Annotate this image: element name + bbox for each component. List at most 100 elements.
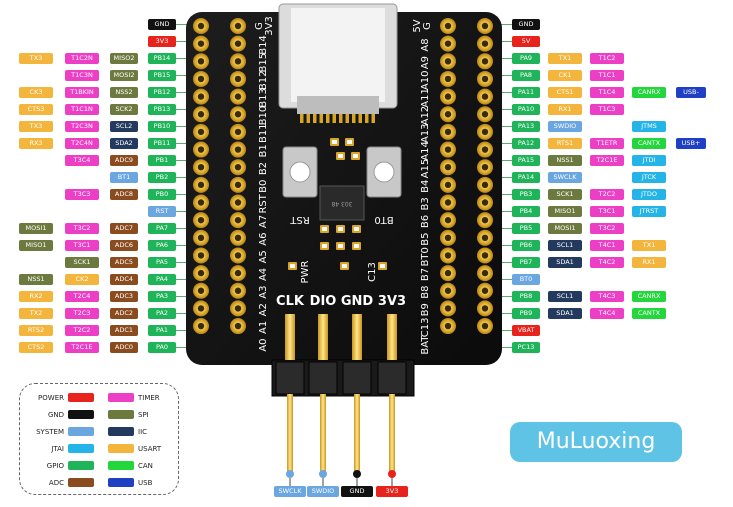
silk-left-label: A1 xyxy=(258,321,269,334)
silk-left-label: A4 xyxy=(258,268,269,281)
silk-left-label: A3 xyxy=(258,285,269,298)
pin-label-usart: TX1 xyxy=(632,240,666,251)
pin-label-gnd: GND xyxy=(341,486,373,497)
pin-label-timer: T1C3N xyxy=(65,70,99,81)
c13-led-label: C13 xyxy=(367,262,378,282)
pin-label-usart: TX2 xyxy=(19,308,53,319)
pin-label-iic: SDA1 xyxy=(548,257,582,268)
pin-label-usart: TX3 xyxy=(19,53,53,64)
silk-right-label: B3 xyxy=(420,197,431,210)
legend-item: JTAI xyxy=(24,443,96,455)
pin-label-gpio: PA14 xyxy=(512,172,540,183)
pin-label-timer: T3C2 xyxy=(65,223,99,234)
pin-label-adc: ADC0 xyxy=(110,342,138,353)
pin-label-usart: TX1 xyxy=(548,53,582,64)
silk-right-label: C13 xyxy=(420,318,431,338)
pin-label-system: RST xyxy=(148,206,176,217)
silk-right-label: B4 xyxy=(420,180,431,193)
pin-label-timer: T1C2 xyxy=(590,53,624,64)
pin-label-iic: SDA2 xyxy=(110,138,138,149)
legend-item: SYSTEM xyxy=(24,426,96,438)
pin-label-adc: ADC8 xyxy=(110,189,138,200)
pin-label-gpio: PA15 xyxy=(512,155,540,166)
pin-label-gpio: PC13 xyxy=(512,342,540,353)
pin-label-timer: T2C3N xyxy=(65,121,99,132)
pin-label-spi: MOSI2 xyxy=(110,70,138,81)
pin-label-adc: ADC3 xyxy=(110,291,138,302)
silk-right-label: B5 xyxy=(420,233,431,246)
pin-label-system: BT1 xyxy=(110,172,138,183)
pin-label-gpio: PA2 xyxy=(148,308,176,319)
pin-label-gpio: PB5 xyxy=(512,223,540,234)
legend-item: TIMER xyxy=(106,392,178,404)
legend-swatch xyxy=(108,461,134,470)
pin-label-power: 5V xyxy=(512,36,540,47)
pin-label-usart: CK1 xyxy=(548,70,582,81)
pin-label-gpio: PB14 xyxy=(148,53,176,64)
pin-label-adc: ADC5 xyxy=(110,257,138,268)
pin-label-spi: MOSI1 xyxy=(548,223,582,234)
pin-label-timer: T2C1E xyxy=(590,155,624,166)
pin-label-usart: TX3 xyxy=(19,121,53,132)
silk-right-label: A13 xyxy=(420,123,431,143)
legend-swatch xyxy=(68,427,94,436)
pin-label-gpio: PB9 xyxy=(512,308,540,319)
silk-left-label: B13 xyxy=(258,88,269,108)
legend-swatch xyxy=(108,410,134,419)
pin-label-gpio: PA6 xyxy=(148,240,176,251)
silk-right-label: BAT xyxy=(420,335,431,355)
silk-right-label: A9 xyxy=(420,56,431,69)
pin-label-timer: T1C2N xyxy=(65,53,99,64)
pin-label-can: CANTX xyxy=(632,308,666,319)
pin-label-gpio: PA9 xyxy=(512,53,540,64)
pin-label-gpio: PA5 xyxy=(148,257,176,268)
silk-right-label: B9 xyxy=(420,303,431,316)
legend-item: GND xyxy=(24,409,96,421)
pin-label-jtag: JTDI xyxy=(632,155,666,166)
silk-top-right-label: 5V xyxy=(412,19,423,32)
pin-label-gpio: PB8 xyxy=(512,291,540,302)
pin-label-gpio: PB7 xyxy=(512,257,540,268)
pin-label-gpio: PA0 xyxy=(148,342,176,353)
pin-label-jtag: JTMS xyxy=(632,121,666,132)
legend-swatch xyxy=(68,410,94,419)
silk-right-label: A14 xyxy=(420,141,431,161)
silk-top-right-label: G xyxy=(422,22,433,30)
pin-label-jtag: JTDO xyxy=(632,189,666,200)
pin-label-gpio: PA11 xyxy=(512,87,540,98)
pin-label-adc: ADC2 xyxy=(110,308,138,319)
pin-label-timer: T4C2 xyxy=(590,257,624,268)
legend-item: POWER xyxy=(24,392,96,404)
pin-label-spi: SCK1 xyxy=(65,257,99,268)
pin-label-timer: T4C1 xyxy=(590,240,624,251)
pin-label-usart: RX1 xyxy=(548,104,582,115)
pin-label-gpio: PB3 xyxy=(512,189,540,200)
pin-label-usart: CK2 xyxy=(65,274,99,285)
pin-label-timer: T1C3 xyxy=(590,104,624,115)
legend-item: CAN xyxy=(106,460,178,472)
pin-label-usart: RTS2 xyxy=(19,325,53,336)
pin-label-timer: T3C4 xyxy=(65,155,99,166)
legend-item: USB xyxy=(106,477,178,489)
silk-left-label: B12 xyxy=(258,71,269,91)
pin-label-gpio: PA3 xyxy=(148,291,176,302)
pin-label-system: SWCLK xyxy=(548,172,582,183)
pin-label-gpio: PB15 xyxy=(148,70,176,81)
pin-label-gpio: PB2 xyxy=(148,172,176,183)
pin-label-iic: SCL1 xyxy=(548,291,582,302)
silk-top-left-label: 3V3 xyxy=(264,16,275,36)
legend-item: SPI xyxy=(106,409,178,421)
pin-label-timer: T4C4 xyxy=(590,308,624,319)
header-label: CLK xyxy=(276,294,305,309)
pin-label-gnd: GND xyxy=(512,19,540,30)
pin-pads xyxy=(193,18,493,335)
pin-label-can: CANRX xyxy=(632,87,666,98)
mcu-chip: 303 48 xyxy=(319,185,365,221)
header-label: DIO xyxy=(310,294,337,309)
pin-label-gnd: GND xyxy=(148,19,176,30)
svg-text:303 48: 303 48 xyxy=(331,200,352,207)
pin-label-timer: T3C1 xyxy=(590,206,624,217)
pin-label-gpio: PB12 xyxy=(148,87,176,98)
legend-swatch xyxy=(108,478,134,487)
